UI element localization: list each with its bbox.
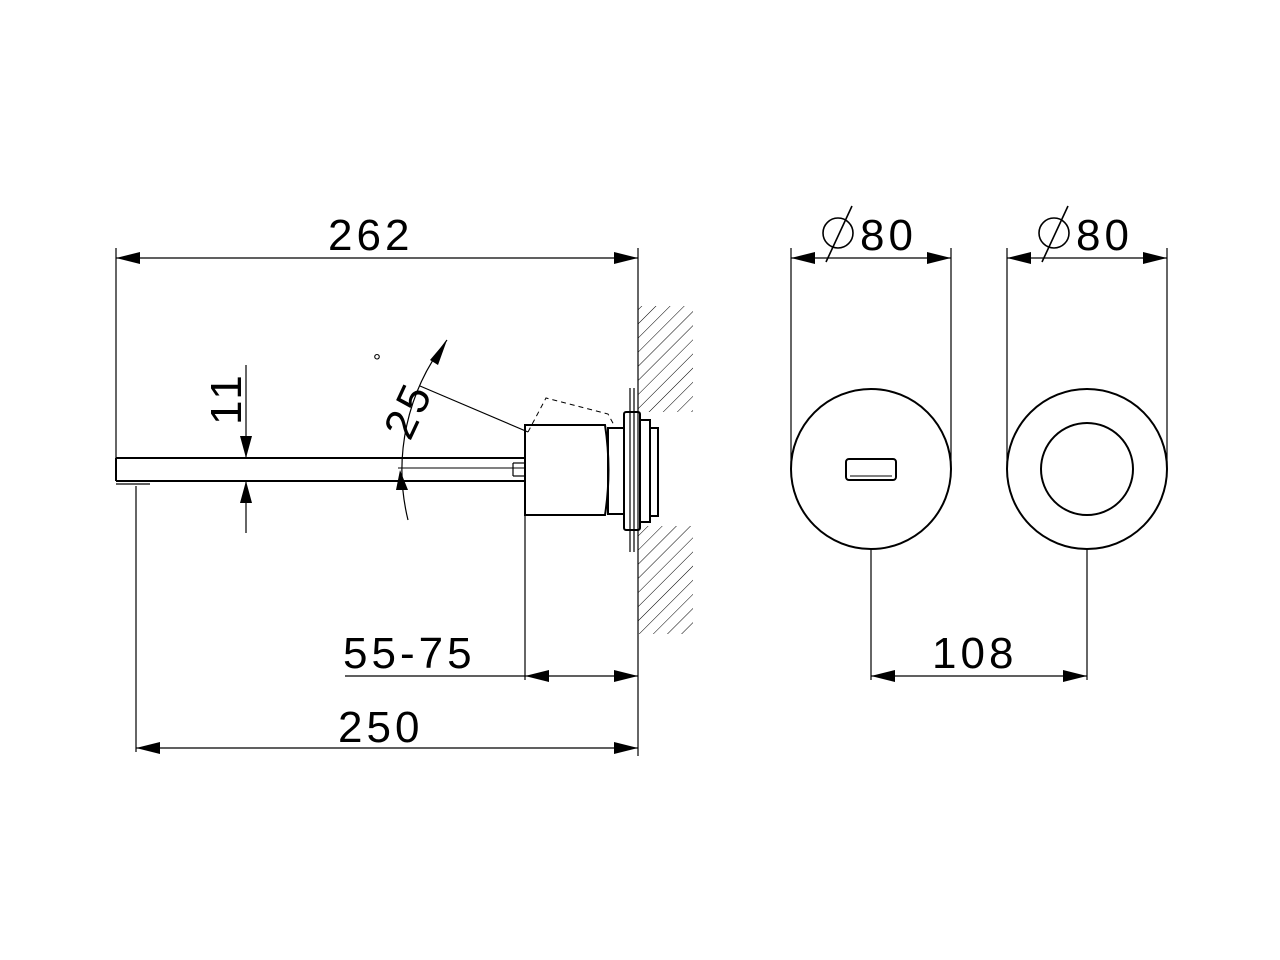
diameter-symbol-icon [822, 217, 854, 249]
diameter-symbol-icon [1038, 217, 1070, 249]
angle-value-text: 25 [375, 374, 443, 446]
projection-text: 250 [338, 703, 423, 752]
total-length-text: 262 [328, 211, 413, 260]
degree-symbol: ° [373, 351, 381, 373]
right-diameter-dimension: 80 [1006, 205, 1168, 469]
handle-rosette [1006, 388, 1168, 550]
spout [115, 457, 525, 485]
front-view: 80 80 108 [790, 205, 1168, 682]
mixer-body [512, 388, 659, 552]
wall-depth-dimension: 55-75 [343, 515, 639, 756]
wall-hatch-upper [638, 306, 693, 412]
projection-dimension: 250 [135, 486, 638, 754]
total-length-dimension: 262 [115, 211, 639, 458]
side-view: 25 ° 11 262 55-75 [115, 211, 693, 756]
left-diameter-dimension: 80 [790, 205, 952, 469]
center-distance-dimension: 108 [870, 549, 1088, 682]
spout-rosette [790, 388, 952, 550]
left-diameter-text: 80 [860, 211, 917, 260]
angle-dimension: 25 ° [373, 339, 529, 521]
wall-hatch-lower [638, 526, 693, 634]
thickness-dimension: 11 [202, 365, 252, 533]
center-distance-text: 108 [932, 629, 1017, 678]
lever-tilt-ghost [527, 397, 615, 433]
right-diameter-text: 80 [1076, 211, 1133, 260]
thickness-value-text: 11 [202, 371, 251, 425]
wall-depth-text: 55-75 [343, 629, 476, 678]
